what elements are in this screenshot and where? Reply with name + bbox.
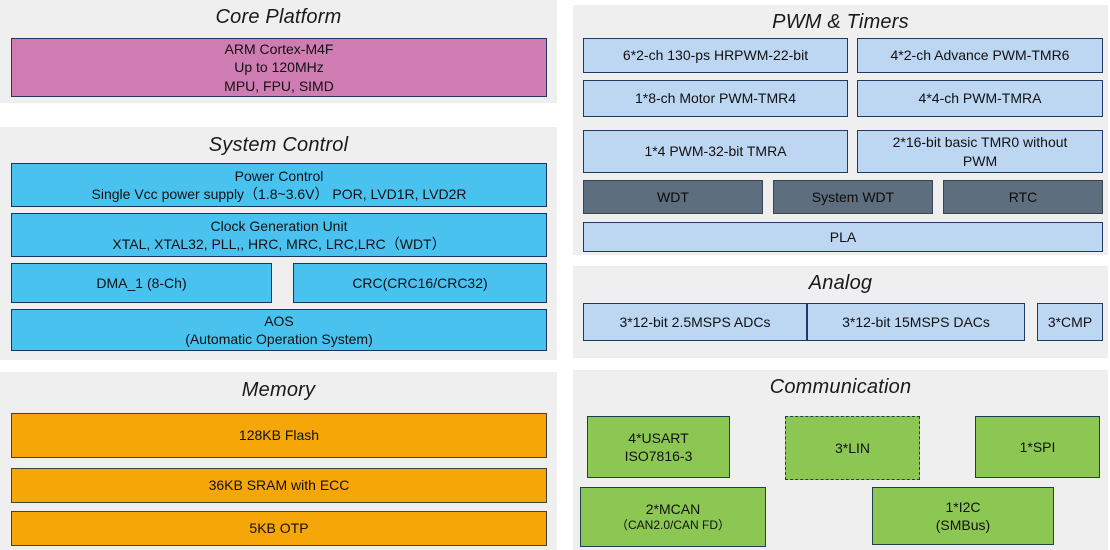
clock-generation-line: XTAL, XTAL32, PLL,, HRC, MRC, LRC,LRC（WD… [112,236,446,252]
flash-label: 128KB Flash [238,427,320,444]
i2c-block: 1*I2C (SMBus) [872,487,1054,545]
usart-line: 4*USART [628,429,689,446]
cmp-block: 3*CMP [1037,303,1103,341]
hrpwm-block: 6*2-ch 130-ps HRPWM-22-bit [583,38,848,73]
power-control-line: Power Control [234,167,324,184]
power-control-line: Single Vcc power supply（1.8~3.6V） POR, L… [91,186,467,202]
pla-label: PLA [829,228,857,245]
adc-label: 3*12-bit 2.5MSPS ADCs [619,313,771,330]
aos-line: (Automatic Operation System) [185,331,373,347]
mcan-line: （CAN2.0/CAN FD） [615,518,731,533]
lin-block: 3*LIN [785,416,920,480]
pwm-tmra-label: 4*4-ch PWM-TMRA [918,90,1042,107]
advance-pwm-tmr6-label: 4*2-ch Advance PWM-TMR6 [890,47,1070,64]
dma-block: DMA_1 (8-Ch) [11,263,272,303]
crc-label: CRC(CRC16/CRC32) [352,274,488,291]
mcan-block: 2*MCAN （CAN2.0/CAN FD） [580,487,766,547]
otp-label: 5KB OTP [249,520,309,537]
aos-line: AOS [264,312,294,329]
lin-label: 3*LIN [834,439,871,456]
wdt-block: WDT [583,180,763,214]
dac-block: 3*12-bit 15MSPS DACs [807,303,1025,341]
cmp-label: 3*CMP [1047,313,1093,330]
pwm-timers-title: PWM & Timers [772,11,909,33]
system-wdt-block: System WDT [773,180,933,214]
clock-generation-block: Clock Generation Unit XTAL, XTAL32, PLL,… [11,213,547,257]
dac-label: 3*12-bit 15MSPS DACs [842,313,990,330]
cpu-line: Up to 120MHz [234,59,324,76]
basic-tmr0-block: 2*16-bit basic TMR0 without PWM [857,130,1103,173]
core-platform-title: Core Platform [215,6,342,28]
wdt-label: WDT [657,188,689,205]
rtc-label: RTC [1008,188,1038,205]
crc-block: CRC(CRC16/CRC32) [293,263,547,303]
mcan-line: 2*MCAN [645,500,701,517]
motor-pwm-tmr4-block: 1*8-ch Motor PWM-TMR4 [583,80,848,117]
sram-block: 36KB SRAM with ECC [11,468,547,503]
pwm-32bit-tmra-block: 1*4 PWM-32-bit TMRA [583,130,848,173]
spi-block: 1*SPI [975,416,1100,478]
aos-block: AOS (Automatic Operation System) [11,309,547,351]
analog-title: Analog [808,272,873,294]
motor-pwm-tmr4-label: 1*8-ch Motor PWM-TMR4 [634,90,797,107]
spi-label: 1*SPI [1019,438,1056,455]
cpu-block: ARM Cortex-M4F Up to 120MHz MPU, FPU, SI… [11,38,547,97]
rtc-block: RTC [943,180,1103,214]
otp-block: 5KB OTP [11,511,547,546]
clock-generation-line: Clock Generation Unit [210,217,348,234]
system-wdt-label: System WDT [811,188,895,205]
hrpwm-label: 6*2-ch 130-ps HRPWM-22-bit [622,47,809,64]
cpu-line: MPU, FPU, SIMD [224,77,334,94]
flash-block: 128KB Flash [11,413,547,458]
power-control-block: Power Control Single Vcc power supply（1.… [11,163,547,207]
pwm-32bit-tmra-label: 1*4 PWM-32-bit TMRA [644,143,787,160]
usart-line: ISO7816-3 [624,448,693,464]
adc-block: 3*12-bit 2.5MSPS ADCs [583,303,807,341]
cpu-line: ARM Cortex-M4F [224,40,334,57]
i2c-line: 1*I2C [945,498,981,515]
advance-pwm-tmr6-block: 4*2-ch Advance PWM-TMR6 [857,38,1103,73]
pwm-tmra-block: 4*4-ch PWM-TMRA [857,80,1103,117]
basic-tmr0-label: 2*16-bit basic TMR0 without PWM [892,134,1068,169]
memory-title: Memory [241,379,316,401]
i2c-line: (SMBus) [935,517,991,533]
usart-block: 4*USART ISO7816-3 [587,416,730,478]
pla-block: PLA [583,222,1103,252]
dma-label: DMA_1 (8-Ch) [96,274,187,291]
system-control-title: System Control [208,134,349,156]
sram-label: 36KB SRAM with ECC [208,477,350,494]
communication-title: Communication [769,376,912,398]
